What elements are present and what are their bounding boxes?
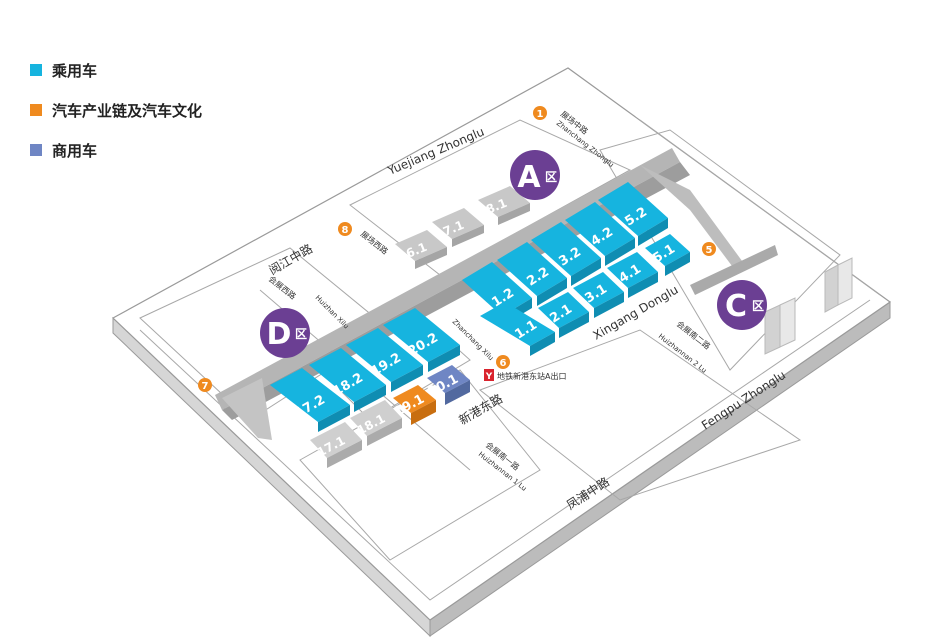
hall-2-1[interactable]: 2.1 xyxy=(538,292,589,338)
entrance-number: 6 xyxy=(500,358,507,369)
entrance-number: 1 xyxy=(537,109,544,120)
zone-c-badge[interactable]: C 区 xyxy=(717,280,767,330)
a-zone-lower-halls: 5.1 4.1 3.1 2.1 1.1 xyxy=(480,234,690,356)
d-zone-lower-halls: 20.1 19.1 18.1 17.1 xyxy=(310,365,470,468)
hall-4-1[interactable]: 4.1 xyxy=(607,252,658,298)
metro-icon xyxy=(484,369,494,381)
hall-20-2[interactable]: 20.2 xyxy=(383,308,460,372)
tower-buildings xyxy=(764,257,853,355)
a-zone-upper-halls: 5.2 4.2 3.2 2.2 1.2 xyxy=(462,182,668,326)
hall-3-1[interactable]: 3.1 xyxy=(573,272,624,318)
entrance-1[interactable]: 1 xyxy=(533,106,547,120)
zone-d-badge[interactable]: D 区 xyxy=(260,308,310,358)
hall-17-1[interactable]: 17.1 xyxy=(310,422,362,468)
hall-4-2[interactable]: 4.2 xyxy=(565,202,635,266)
zone-a-badge[interactable]: A 区 xyxy=(510,150,560,200)
hall-8-1[interactable]: 8.1 xyxy=(478,186,530,225)
entrance-6[interactable]: 6 xyxy=(496,355,510,369)
hall-17-2[interactable]: 17.2 xyxy=(270,368,350,432)
hall-19-2[interactable]: 19.2 xyxy=(346,328,423,392)
zone-letter: A xyxy=(517,160,541,195)
hall-1-1[interactable]: 1.1 xyxy=(480,302,555,356)
legend-item-commercial-vehicle: 商用车 xyxy=(30,140,202,160)
legend: 乘用车 汽车产业链及汽车文化 商用车 xyxy=(30,60,202,180)
hall-18-2[interactable]: 18.2 xyxy=(309,348,386,412)
hall-18-1[interactable]: 18.1 xyxy=(350,400,402,446)
d-zone-upper-halls: 20.2 19.2 18.2 17.2 xyxy=(270,308,460,432)
zone-suffix: 区 xyxy=(295,327,307,341)
legend-swatch xyxy=(30,104,42,116)
entrance-number: 8 xyxy=(342,225,349,236)
zone-letter: C xyxy=(725,289,747,324)
hall-2-2[interactable]: 2.2 xyxy=(497,242,567,306)
legend-label: 汽车产业链及汽车文化 xyxy=(52,101,203,120)
hall-6-1[interactable]: 6.1 xyxy=(395,230,447,269)
hall-5-1[interactable]: 5.1 xyxy=(645,234,690,276)
metro-label: 地铁新港东站A出口 xyxy=(497,371,566,381)
metro-exit[interactable]: Y 地铁新港东站A出口 xyxy=(484,369,566,382)
metro-icon-glyph: Y xyxy=(485,372,493,382)
legend-swatch xyxy=(30,64,42,76)
legend-label: 乘用车 xyxy=(52,61,98,80)
entrance-8[interactable]: 8 xyxy=(338,222,352,236)
entrance-7[interactable]: 7 xyxy=(198,378,212,392)
legend-item-passenger-car: 乘用车 xyxy=(30,60,202,80)
grey-halls: 8.1 7.1 6.1 xyxy=(395,186,530,269)
entrance-number: 5 xyxy=(706,245,713,256)
legend-item-industry-chain: 汽车产业链及汽车文化 xyxy=(30,100,202,120)
entrance-5[interactable]: 5 xyxy=(702,242,716,256)
legend-label: 商用车 xyxy=(52,141,98,160)
zone-suffix: 区 xyxy=(545,170,557,184)
hall-7-1[interactable]: 7.1 xyxy=(432,208,484,247)
hall-3-2[interactable]: 3.2 xyxy=(531,222,601,286)
zone-letter: D xyxy=(267,317,292,352)
zone-suffix: 区 xyxy=(752,299,764,313)
entrance-number: 7 xyxy=(202,381,209,392)
legend-swatch xyxy=(30,144,42,156)
hall-5-2[interactable]: 5.2 xyxy=(598,182,668,246)
